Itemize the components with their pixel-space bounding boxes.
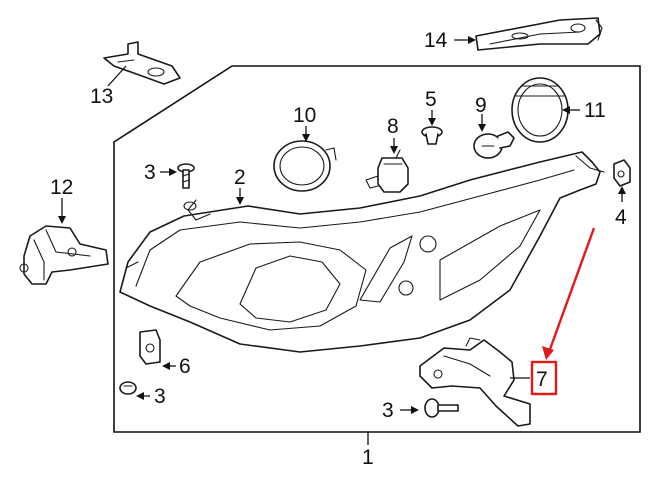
callout-10: 10 [293, 104, 316, 127]
part-3-screw-bottom [424, 398, 459, 418]
assembly-frame [113, 65, 641, 433]
callout-14: 14 [424, 29, 448, 52]
highlight-box-7 [530, 360, 558, 396]
part-2-headlamp [119, 151, 605, 353]
arrow-2 [236, 197, 244, 205]
callout-7: 7 [536, 368, 548, 391]
arrow-5 [428, 118, 436, 126]
part-6-clip [139, 329, 161, 365]
arrow-10 [302, 134, 310, 142]
callout-8: 8 [387, 115, 399, 138]
highlight-arrow-head [542, 346, 554, 360]
callout-9: 9 [475, 94, 487, 117]
arrow-9 [478, 124, 486, 132]
part-3-screw-top [177, 163, 195, 189]
callout-4: 4 [615, 206, 627, 229]
part-10-seal [273, 140, 337, 192]
part-8-bulb [365, 149, 409, 193]
part-9-bulb [473, 131, 515, 159]
callout-3-left: 3 [154, 385, 166, 408]
callout-1: 1 [362, 446, 374, 469]
part-11-cap [511, 77, 569, 143]
part-4-clip [613, 159, 631, 187]
arrow-8 [390, 146, 398, 154]
highlight-arrow-line [547, 227, 596, 353]
callout-12: 12 [50, 176, 73, 199]
arrow-3c [411, 406, 419, 414]
callout-3-bottom: 3 [382, 399, 394, 422]
part-5-clip [421, 126, 443, 145]
callout-13: 13 [90, 85, 113, 108]
arrow-14 [468, 36, 476, 44]
callout-6: 6 [179, 355, 191, 378]
arrow-4 [618, 186, 626, 194]
part-3-bolt-left [119, 381, 137, 395]
arrow-3a [169, 168, 177, 176]
arrow-3b [136, 392, 144, 400]
part-14-bracket [475, 17, 603, 51]
part-7-bracket [419, 337, 531, 427]
arrow-12 [58, 216, 66, 224]
callout-11: 11 [584, 99, 606, 122]
part-12-bracket [19, 225, 109, 285]
arrow-11 [562, 106, 570, 114]
callout-2: 2 [234, 166, 246, 189]
arrow-6 [162, 362, 170, 370]
callout-3-top: 3 [144, 161, 156, 184]
leader-13 [107, 65, 127, 87]
callout-5: 5 [425, 88, 437, 111]
part-13-bracket [103, 41, 181, 85]
